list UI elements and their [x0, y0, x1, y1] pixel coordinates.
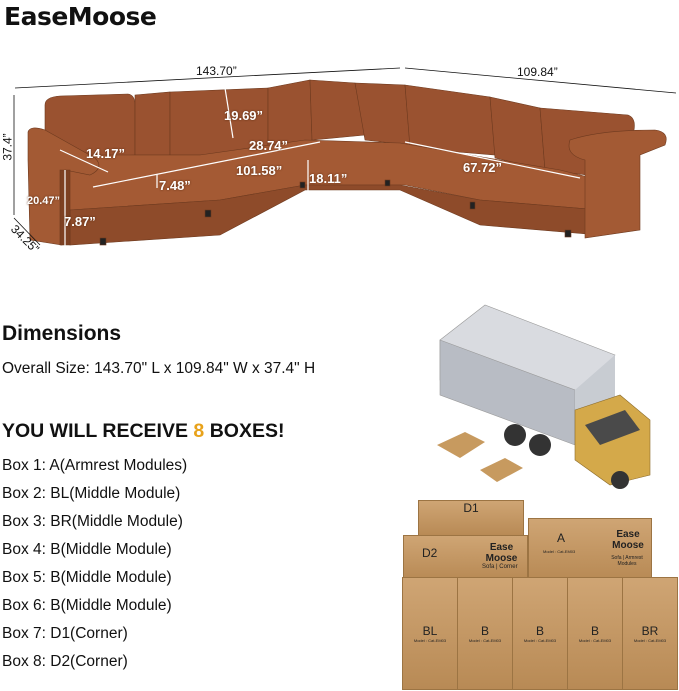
box-list-item: Box 4: B(Middle Module)	[2, 541, 172, 558]
carton-model: Model : Cat-EM03	[633, 638, 667, 643]
seat-height-label: 18.11”	[309, 171, 348, 186]
carton-model: Model : Cat-EM03	[578, 638, 612, 643]
carton-model: Model : Cat-EM03	[468, 638, 502, 643]
carton-side-text: Sofa | Corner	[482, 564, 518, 570]
carton-label: A	[557, 531, 566, 545]
carton-d2: D2 Ease Moose Sofa | Corner	[403, 535, 528, 580]
carton-label: B	[480, 624, 489, 638]
box-list-item: Box 8: D2(Corner)	[2, 653, 128, 670]
armrest-width-label: 14.17”	[86, 146, 126, 161]
carton-label: B	[535, 624, 544, 638]
box-list-item: Box 1: A(Armrest Modules)	[2, 457, 188, 474]
sofa-illustration	[13, 67, 677, 248]
carton-model: Model : Cat-EM03	[523, 638, 557, 643]
carton-brand: Ease Moose	[612, 529, 644, 551]
arm-thickness-label: 7.87”	[64, 214, 96, 229]
box-list-item: Box 7: D1(Corner)	[2, 625, 128, 642]
back-height-label: 19.69”	[224, 108, 264, 123]
box-list-item: Box 3: BR(Middle Module)	[2, 513, 183, 530]
carton-label: BR	[641, 624, 659, 638]
box-list-item: Box 2: BL(Middle Module)	[2, 485, 181, 502]
box-list-item: Box 6: B(Middle Module)	[2, 597, 172, 614]
overall-length-label: 143.70”	[196, 64, 237, 78]
boxes-heading-prefix: YOU WILL RECEIVE	[2, 420, 194, 442]
seat-depth-label: 28.74”	[249, 138, 289, 153]
carton-label: D1	[463, 501, 479, 515]
carton-label: BL	[422, 624, 438, 638]
overall-size-text: Overall Size: 143.70" L x 109.84" W x 37…	[2, 360, 316, 377]
carton-label: D2	[422, 546, 438, 560]
boxes-count: 8	[193, 420, 205, 442]
delivery-truck-illustration	[437, 304, 651, 489]
carton-a: A Ease Moose Sofa | Armrest Modules Mode…	[528, 518, 652, 580]
seat-cushion-label: 7.48”	[159, 178, 191, 193]
boxes-heading-suffix: BOXES!	[204, 420, 285, 442]
box-list-item: Box 5: B(Middle Module)	[2, 569, 172, 586]
carton-label: B	[590, 624, 599, 638]
carton-d1: D1	[418, 500, 524, 536]
carton-side-text: Sofa | Armrest Modules	[611, 555, 643, 567]
dimensions-heading: Dimensions	[2, 322, 122, 345]
brand-logo: EaseMoose	[4, 2, 157, 31]
box-list: Box 1: A(Armrest Modules) Box 2: BL(Midd…	[2, 455, 187, 679]
left-section-length-label: 101.58”	[236, 163, 283, 178]
overall-width-label: 109.84”	[517, 65, 558, 79]
height-label: 37.4”	[0, 133, 15, 161]
carton-model: Model : Cat-EM03	[413, 638, 447, 643]
arm-height-label: 20.47”	[27, 195, 61, 207]
boxes-heading: YOU WILL RECEIVE 8 BOXES!	[2, 420, 284, 443]
carton-brand: Ease Moose	[485, 542, 518, 564]
right-section-length-label: 67.72”	[463, 160, 503, 175]
carton-model: Model : Cat-EM03	[543, 549, 576, 554]
